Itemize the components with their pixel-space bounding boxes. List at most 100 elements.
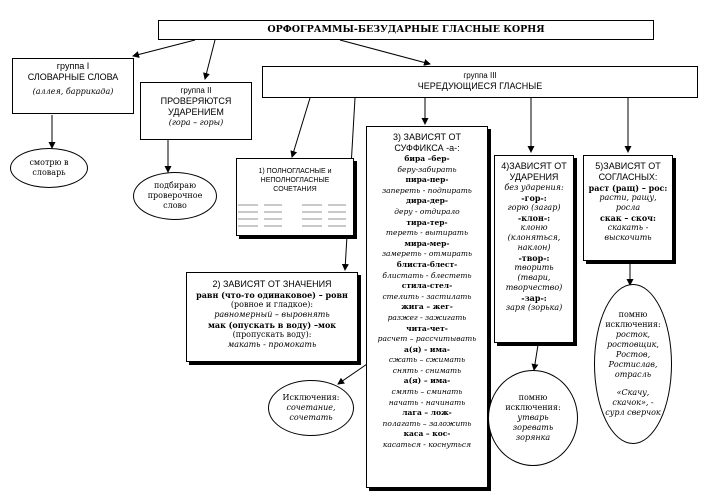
sub3-line0: бира –бер-: [404, 154, 450, 163]
sub5-note-line5: Ростов,: [615, 350, 651, 359]
sub5-note-line1: помню: [618, 310, 648, 319]
sub3-line14: жига – жег-: [401, 302, 453, 312]
sub3-heading1: 3) ЗАВИСЯТ ОТ: [393, 132, 461, 142]
sub5-note: помню исключения: росток, ростовщик, Рос…: [594, 284, 672, 444]
sub5-note-line6: Ростислав,: [608, 360, 658, 369]
group2-box: группа II ПРОВЕРЯЮТСЯ УДАРЕНИЕМ (гора – …: [140, 82, 252, 140]
sub3-line13: стелить - застилать: [382, 291, 472, 301]
sub4-line8: творить: [514, 263, 554, 272]
sub4-line12: заря (зорька): [505, 303, 563, 312]
sub3-line3: запереть - подпирать: [382, 185, 472, 195]
group2-example: (гора – горы): [168, 118, 224, 127]
sub4-box: 4)ЗАВИСЯТ ОТ УДАРЕНИЯ без ударения: -гор…: [494, 155, 574, 343]
sub3-line9: замереть - отмирать: [381, 249, 473, 259]
sub3-line2: пира-пер-: [405, 175, 449, 185]
sub3-line19: сжать – сжимать: [388, 355, 466, 365]
sub3-line1: беру-забирать: [397, 164, 457, 174]
sub1-line2: НЕПОЛНОГЛАСНЫЕ: [260, 177, 330, 184]
group2-note: подбираю проверочное слово: [133, 172, 217, 220]
group3-box: группа III ЧЕРЕДУЮЩИЕСЯ ГЛАСНЫЕ: [262, 66, 698, 98]
sub5-line3: скак – скоч:: [600, 213, 656, 223]
arrow-title-to-group1: [132, 39, 196, 58]
sub4-line3: -клон-:: [517, 213, 551, 223]
sub5-note-line3: росток,: [615, 330, 651, 339]
sub5-note-line2: исключения:: [605, 320, 661, 329]
sub3-line18: а(я) - има-: [404, 344, 450, 354]
sub4-note: помню исключения: утварь зоревать зорянк…: [488, 370, 578, 466]
sub2-line2: равномерный – выровнять: [214, 310, 330, 319]
sub4-note-line2: исключения:: [505, 403, 561, 412]
sub4-line2: горю (загар): [507, 203, 561, 212]
sub5-line4: скакать -: [607, 223, 649, 232]
sub5-note-line8: «Скачу,: [616, 388, 650, 397]
sub2-line4: (пропускать воду):: [232, 330, 312, 339]
sub3-line20: снять - снимать: [392, 365, 462, 375]
sub4-note-line1: помню: [518, 393, 548, 402]
sub5-box: 5)ЗАВИСЯТ ОТ СОГЛАСНЫХ: раст (ращ) – рос…: [583, 155, 673, 261]
arrow-sub2-to-note: [337, 361, 371, 385]
sub1-box: 1) ПОЛНОГЛАСНЫЕ и НЕПОЛНОГЛАСНЫЕ СОЧЕТАН…: [236, 158, 354, 236]
group1-note: смотрю в словарь: [10, 148, 88, 188]
group2-note-line1: подбираю: [153, 181, 197, 190]
sub2-line3: мак (опускать в воду) –мок: [207, 320, 337, 330]
sub2-line5: макать - промокать: [227, 340, 317, 349]
sub3-box: 3) ЗАВИСЯТ ОТ СУФФИКСА -а-: бира –бер- б…: [366, 126, 488, 488]
sub2-note-line2: сочетание,: [286, 403, 336, 412]
sub3-line6: тира-тер-: [406, 217, 448, 227]
sub3-line15: разжег - зажигать: [387, 312, 467, 322]
arrow-sub4-to-note: [531, 344, 539, 371]
sub5-line5: выскочить: [604, 233, 652, 242]
sub4-line9: (твари,: [517, 273, 551, 282]
sub5-note-line9: скачок», -: [612, 398, 654, 407]
sub3-heading2: СУФФИКСА -а-:: [394, 143, 460, 153]
sub4-line4: клоню: [520, 223, 548, 232]
sub3-line10: блиста-блест-: [396, 259, 458, 269]
group2-line1: ПРОВЕРЯЮТСЯ: [160, 96, 232, 106]
group1-note-line2: словарь: [32, 168, 66, 177]
sub5-line1: расти, ращу,: [599, 193, 657, 202]
sub4-line1: -гор-:: [521, 193, 547, 203]
group1-title: группа I: [56, 61, 90, 71]
group1-example: (аллея, баррикада): [32, 87, 114, 96]
sub3-line16: чита-чет-: [406, 323, 448, 333]
sub3-line22: смять – сминать: [391, 387, 463, 397]
diagram-title: ОРФОГРАММЫ-БЕЗУДАРНЫЕ ГЛАСНЫЕ КОРНЯ: [158, 20, 654, 40]
sub3-line8: мира-мер-: [404, 238, 450, 248]
sub4-heading1: 4)ЗАВИСЯТ ОТ: [501, 161, 567, 171]
sub2-note-line3: сочетать: [289, 413, 333, 422]
sub3-line27: касаться - коснуться: [382, 440, 472, 450]
sub3-line11: блистать - блестеть: [382, 270, 472, 280]
sub4-line6: наклон): [517, 243, 551, 252]
sub2-line1: (ровное и гладкое):: [230, 300, 314, 309]
sub2-heading: 2) ЗАВИСЯТ ОТ ЗНАЧЕНИЯ: [212, 279, 332, 289]
sub4-note-line5: зорянка: [515, 433, 551, 442]
sub2-note-line1: Исключения:: [282, 393, 340, 402]
sub2-box: 2) ЗАВИСЯТ ОТ ЗНАЧЕНИЯ равн (что-то один…: [186, 272, 358, 362]
sub3-line7: тереть - вытирать: [385, 228, 469, 238]
sub2-note: Исключения: сочетание, сочетать: [268, 380, 354, 436]
sub5-note-line7: отрасль: [614, 370, 652, 379]
sub3-line17: расчет – рассчитывать: [377, 334, 477, 344]
sub3-line4: дира-дер-: [406, 196, 448, 206]
group1-note-line1: смотрю в: [29, 158, 69, 167]
sub4-heading2: УДАРЕНИЯ: [509, 172, 559, 182]
sub5-line2: росла: [615, 203, 641, 212]
sub5-heading2: СОГЛАСНЫХ:: [598, 172, 658, 182]
sub3-line25: полагать – заложить: [382, 418, 472, 428]
group3-title: группа III: [463, 71, 497, 80]
sub5-note-line4: ростовщик,: [607, 340, 659, 349]
sub4-line10: творчество): [505, 283, 563, 292]
sub4-note-line4: зоревать: [512, 423, 554, 432]
sub5-line0: раст (ращ) – рос:: [588, 183, 668, 193]
group2-line2: УДАРЕНИЕМ: [168, 107, 224, 117]
sub2-line0: равн (что-то одинаковое) – ровн: [196, 290, 348, 300]
sub4-line0: без ударения:: [504, 183, 564, 192]
sub3-line12: стила-стел-: [401, 281, 453, 291]
group2-note-line3: слово: [163, 201, 187, 210]
arrow-group3-to-sub1: [290, 97, 311, 158]
sub3-line23: начать - начинать: [388, 397, 466, 407]
group3-heading: ЧЕРЕДУЮЩИЕСЯ ГЛАСНЫЕ: [417, 81, 543, 91]
sub3-line26: каса – кос-: [403, 429, 451, 439]
sub5-note-line10: сурл сверчок: [605, 408, 661, 417]
sub3-line5: деру - отдирало: [394, 206, 460, 216]
